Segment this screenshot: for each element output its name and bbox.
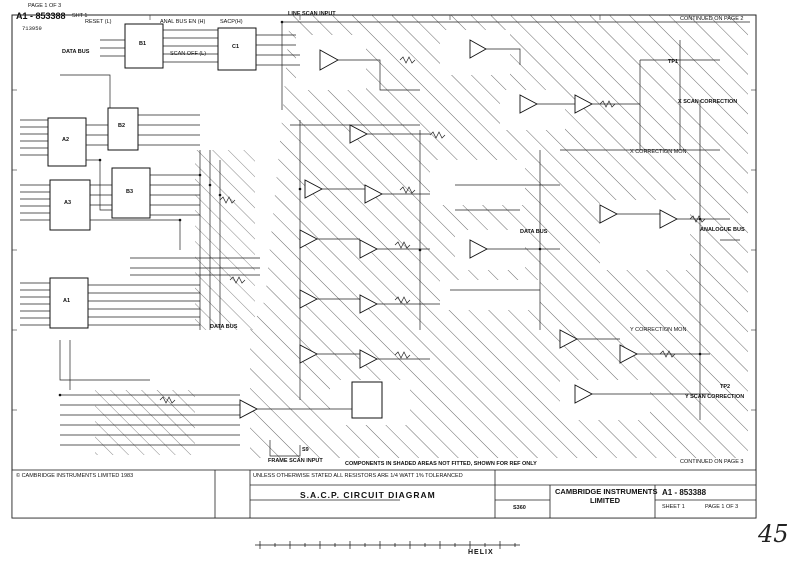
company-name: CAMBRIDGE INSTRUMENTS LIMITED — [555, 487, 658, 505]
ic-b2-body — [107, 107, 139, 151]
sheet-short-label: SHT 1 — [72, 13, 88, 19]
x-scan-correction-label: X SCAN CORRECTION — [678, 99, 738, 105]
ic-b1-body — [124, 23, 164, 69]
y-correction-mon-label: Y CORRECTION MON — [630, 327, 687, 333]
ic-b3-body — [111, 167, 151, 219]
ref-b3: B3 — [126, 189, 134, 195]
sacp-label: SACP(H) — [220, 19, 243, 25]
drawing-number-header: A1 - 853388 — [16, 11, 66, 21]
scan-off-label: SCAN OFF (L) — [170, 51, 207, 57]
junction-dots — [58, 20, 702, 397]
scale-ruler — [255, 541, 520, 549]
title-block-page: PAGE 1 OF 3 — [705, 504, 739, 510]
shaded-areas-note: COMPONENTS IN SHADED AREAS NOT FITTED, S… — [345, 461, 537, 467]
ref-b2: B2 — [118, 123, 126, 129]
tolerance-note: UNLESS OTHERWISE STATED ALL RESISTORS AR… — [253, 473, 463, 479]
company-line-1: CAMBRIDGE INSTRUMENTS — [555, 487, 658, 496]
resistors — [159, 56, 706, 404]
ic-a2-body — [47, 117, 87, 167]
page-of-label: PAGE 1 OF 3 — [28, 3, 62, 9]
continued-bottom-label: CONTINUED ON PAGE 3 — [680, 459, 744, 465]
copyright-notice: © CAMBRIDGE INSTRUMENTS LIMITED 1983 — [16, 473, 134, 479]
analogue-bus-label: ANALOGUE BUS — [700, 227, 745, 233]
ref-tp2: TP2 — [720, 384, 731, 390]
continued-on-label: CONTINUED ON PAGE 2 — [680, 16, 744, 22]
frame-scan-input-label: FRAME SCAN INPUT — [268, 458, 323, 464]
ic-a1-body — [49, 277, 89, 329]
data-bus-label-right: DATA BUS — [520, 229, 548, 235]
ic-a3-body — [49, 179, 91, 231]
y-scan-correction-label: Y SCAN CORRECTION — [685, 394, 745, 400]
anal-bus-en-label: ANAL BUS EN (H) — [160, 19, 206, 25]
wires — [20, 21, 750, 457]
title-block-model: S360 — [513, 505, 526, 511]
ic-a1-lower-body — [351, 381, 383, 419]
ref-c1: C1 — [232, 44, 240, 50]
ref-b1: B1 — [139, 41, 147, 47]
drawing-title: S.A.C.P. CIRCUIT DIAGRAM — [300, 490, 436, 500]
title-block-sheet: SHEET 1 — [662, 504, 685, 510]
ref-a3: A3 — [64, 200, 72, 206]
company-line-2: LIMITED — [590, 495, 620, 505]
data-bus-label-top: DATA BUS — [62, 49, 90, 55]
x-correction-mon-label: X CORRECTION MON — [630, 149, 687, 155]
title-block-frame — [11, 469, 757, 519]
issue-number: 713959 — [22, 25, 42, 32]
ref-s9: S9 — [302, 447, 309, 453]
op-amps — [239, 39, 678, 419]
reset-label: RESET (L) — [85, 19, 112, 25]
ruler-brand-label: HELIX — [468, 549, 494, 556]
ref-a2: A2 — [62, 137, 70, 143]
data-bus-label-mid: DATA BUS — [210, 324, 238, 330]
ref-a1: A1 — [63, 298, 71, 304]
ic-c1-body — [217, 27, 257, 71]
line-scan-input-label: LINE SCAN INPUT — [288, 11, 336, 17]
ref-tp1: TP1 — [668, 59, 679, 65]
handwritten-page-number: 45 — [758, 520, 789, 548]
title-block-drawing-number: A1 - 853388 — [662, 488, 707, 497]
